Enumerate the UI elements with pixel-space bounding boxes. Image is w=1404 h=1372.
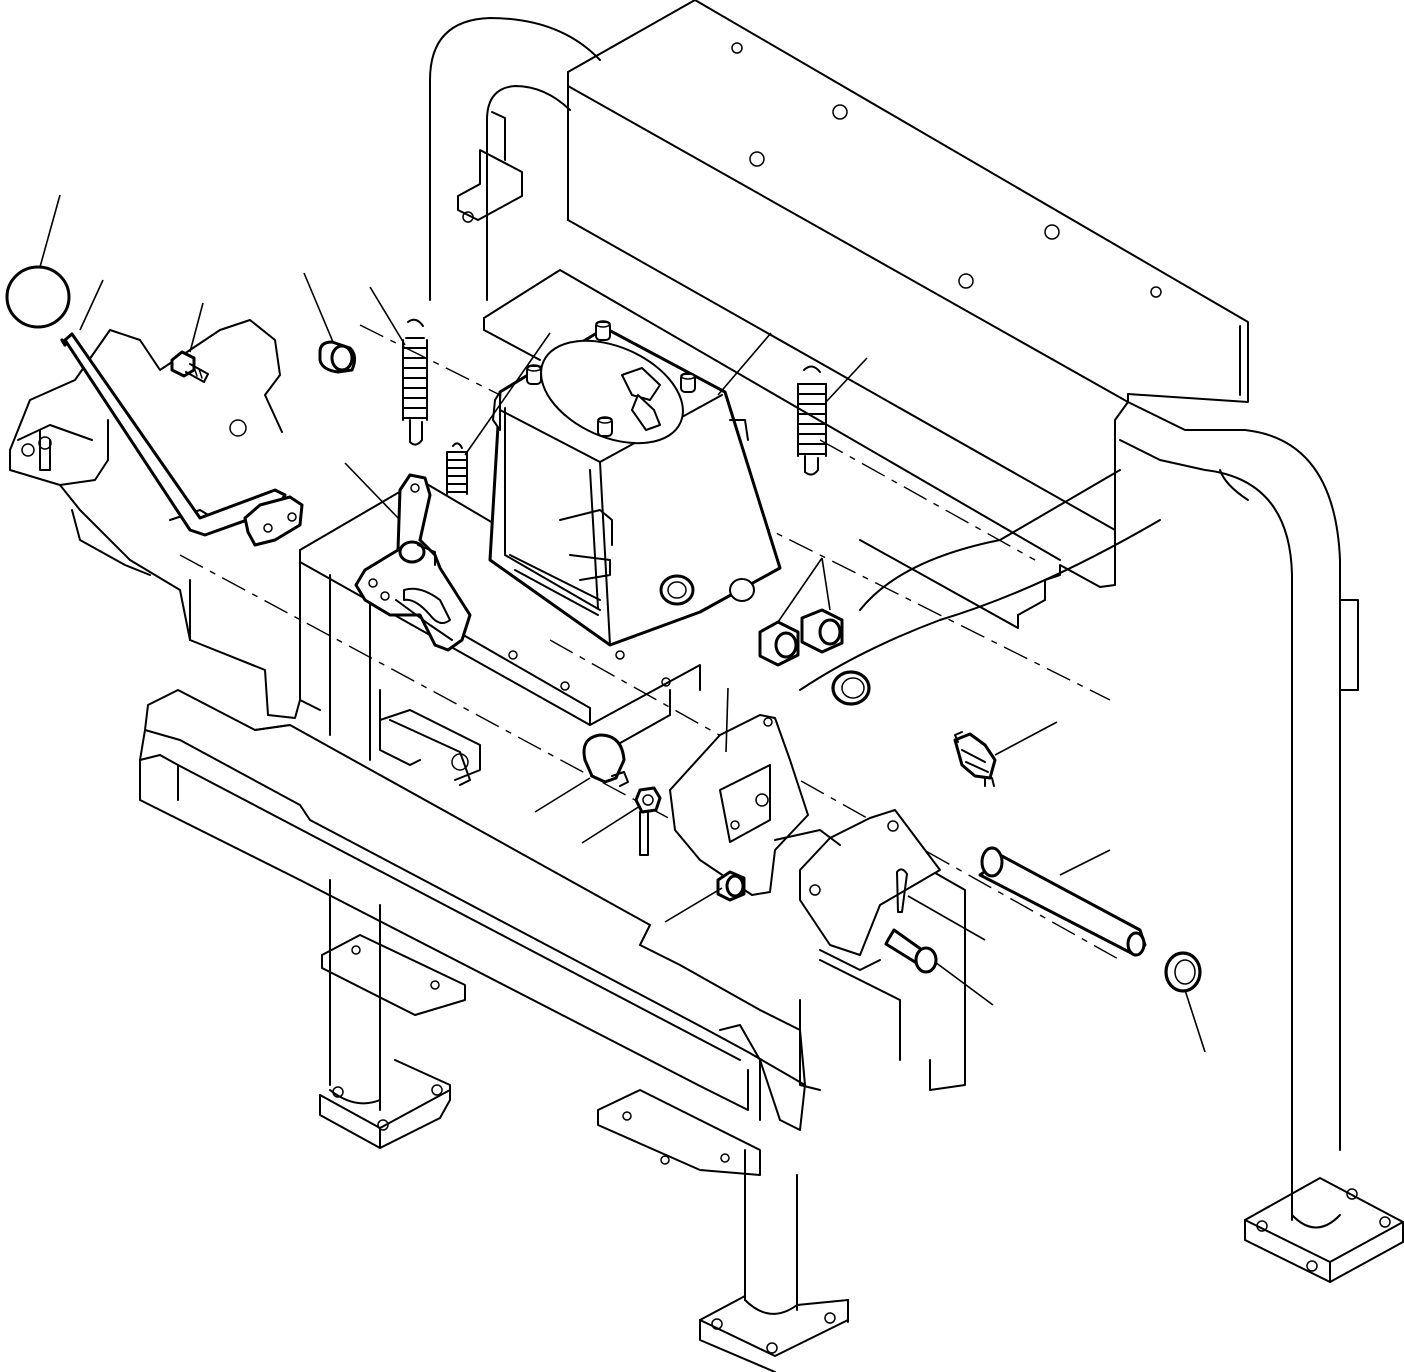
spring-icon — [797, 365, 827, 476]
frame — [669, 714, 941, 971]
switch-icon — [953, 731, 997, 787]
spring-icon — [446, 442, 468, 495]
cam-plate-icon — [354, 473, 472, 652]
cotter-pin-icon — [896, 868, 908, 913]
housing-icon — [488, 320, 782, 647]
bolt-icon — [170, 350, 209, 383]
clevis-pin-icon — [884, 928, 938, 974]
bushing-icon — [318, 340, 357, 374]
frame — [9, 0, 1404, 1372]
pin-icon — [978, 846, 1147, 957]
nut-icon — [634, 786, 662, 856]
bushing-icon — [716, 870, 746, 902]
spring-icon — [402, 318, 428, 446]
lever-rod-icon — [60, 332, 304, 547]
stopper-icon — [582, 733, 629, 787]
knob-icon — [5, 265, 71, 329]
snap-ring-icon — [831, 670, 871, 706]
snap-ring-icon — [1164, 951, 1202, 993]
leader-lines — [39, 194, 1206, 1053]
bushing-icon — [758, 608, 844, 667]
